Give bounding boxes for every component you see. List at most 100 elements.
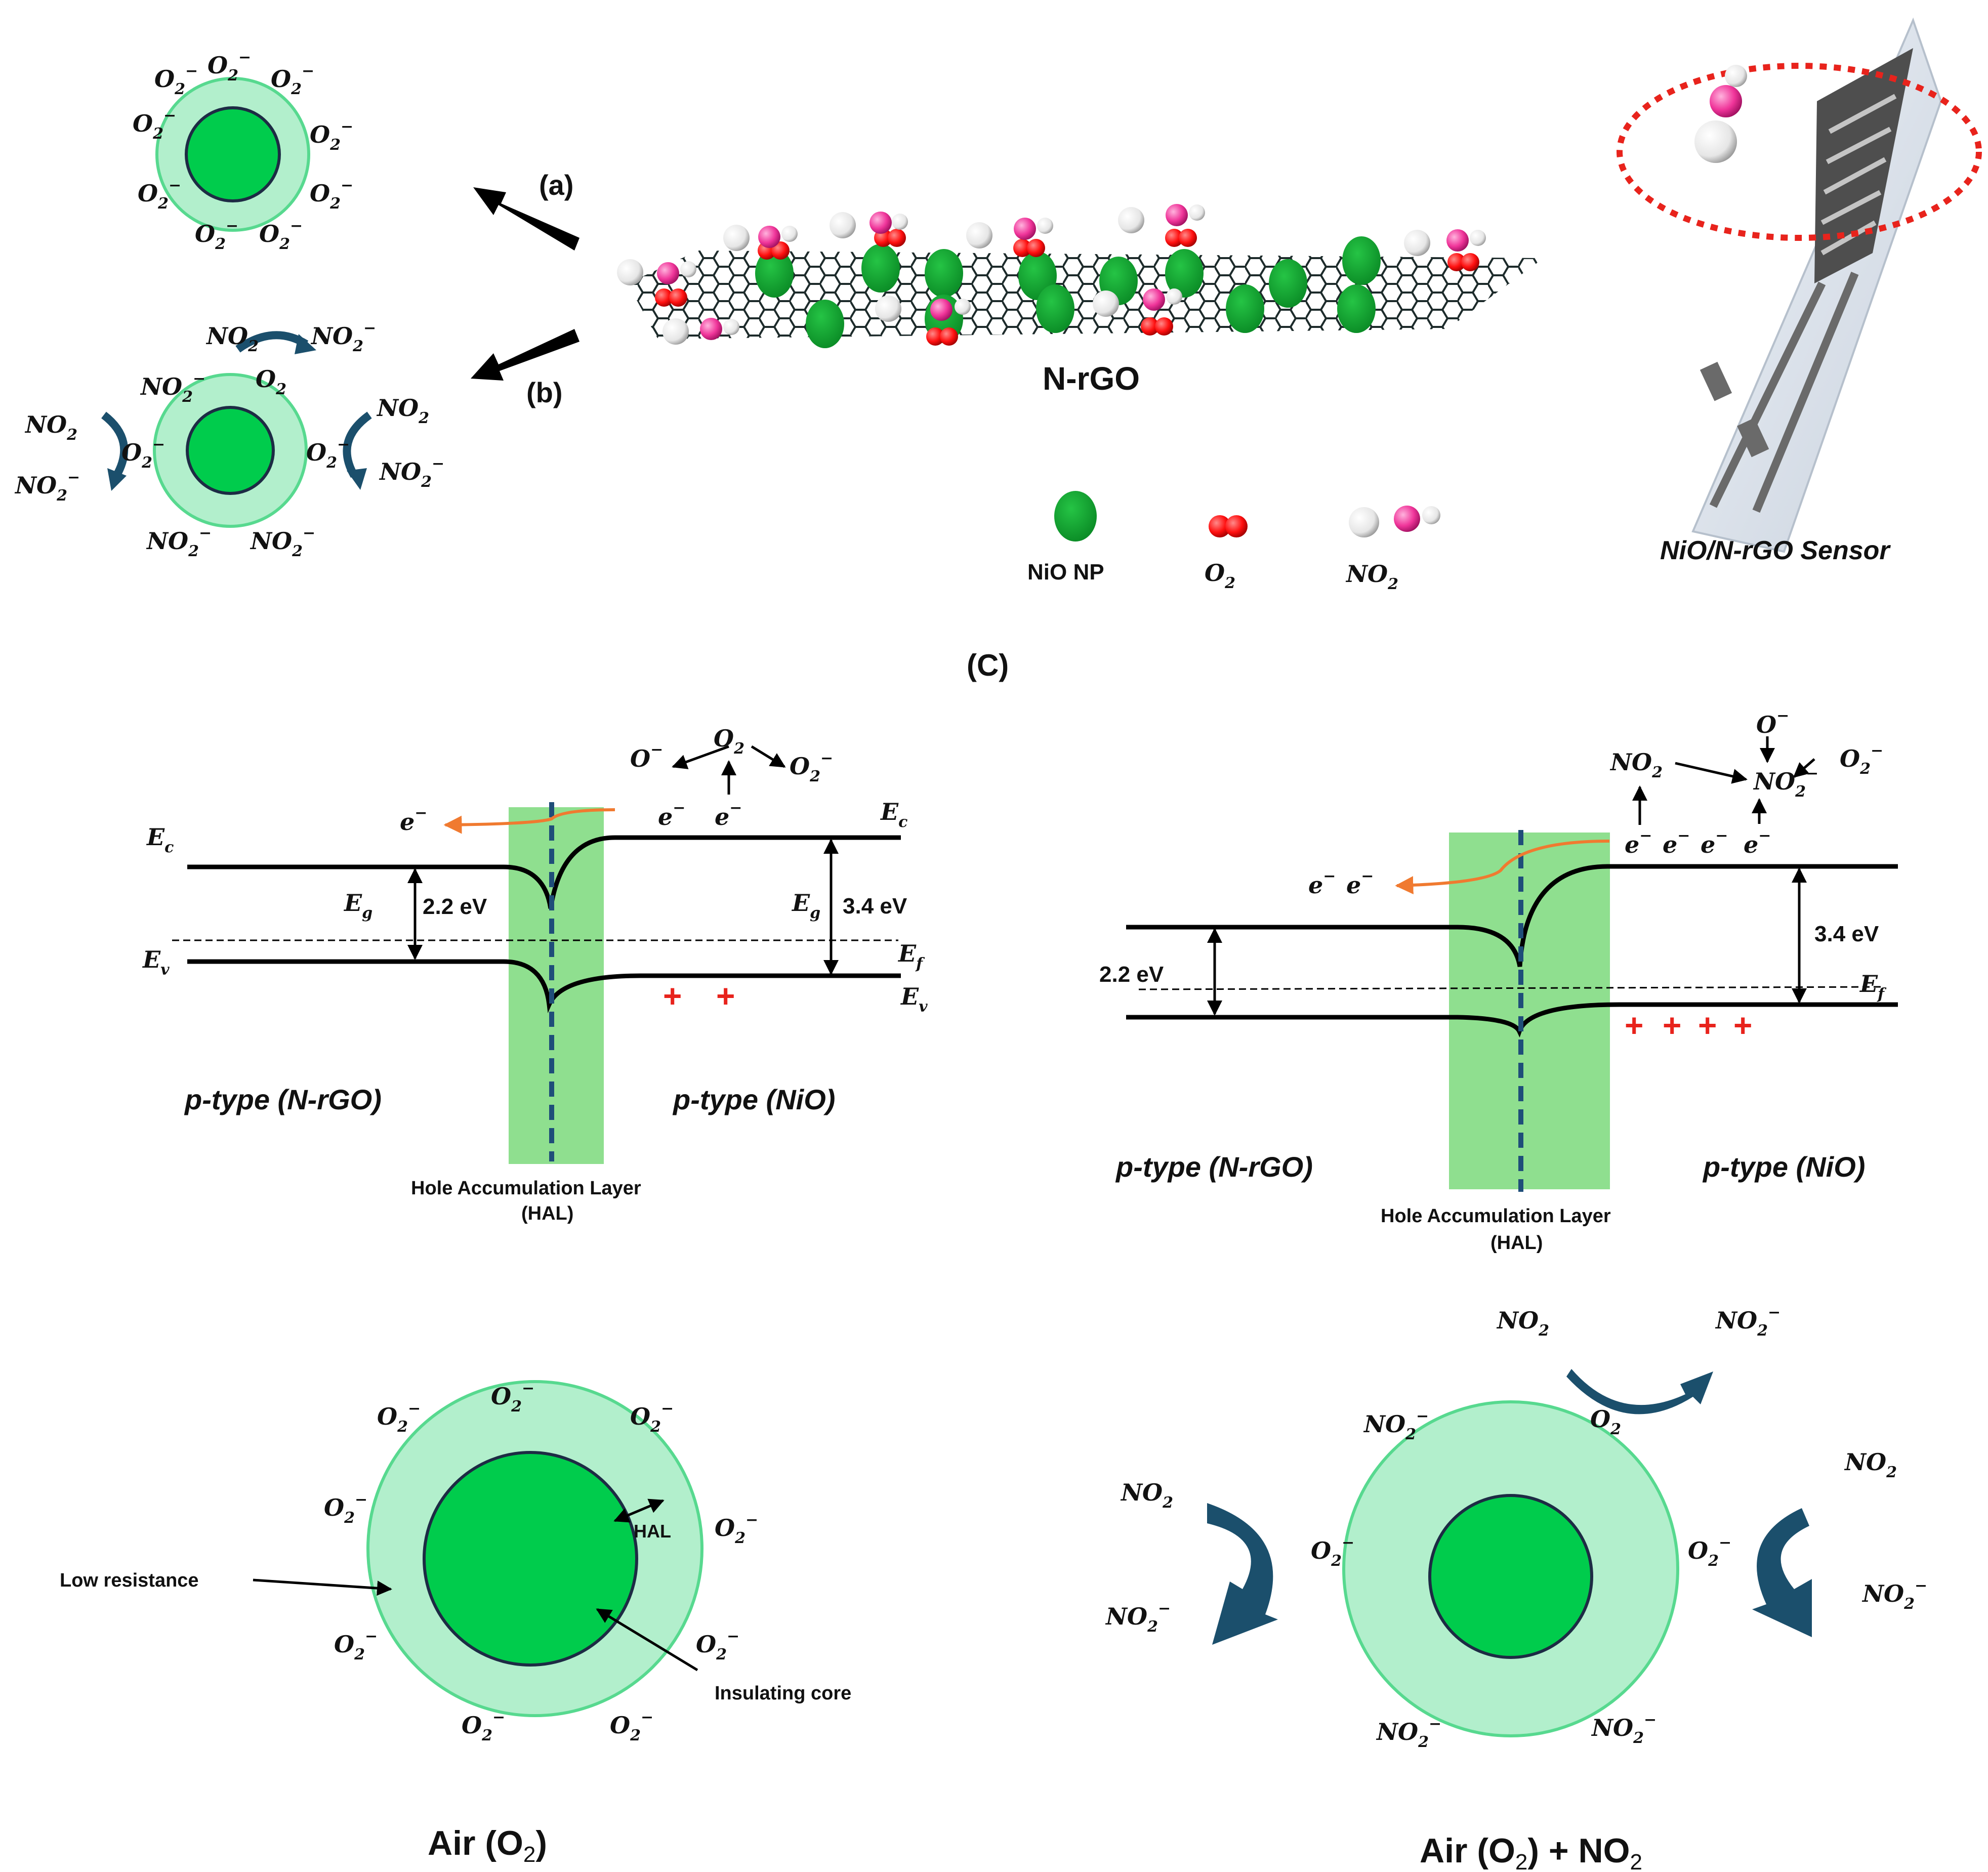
no2-minus-label: NO2− bbox=[250, 524, 315, 560]
particle-b-species: NO2 NO2− O2 NO2− NO2 NO2− O2− O2− NO2 NO… bbox=[14, 319, 444, 560]
band-diagram-left: Ec Ec Ev Ev Eg Eg Ef e− e− e− O2 O− O2− … bbox=[142, 725, 928, 1224]
o2-minus-label: O2− bbox=[715, 1511, 758, 1547]
eg-label: Eg bbox=[791, 889, 820, 922]
no2-minus-label: NO2− bbox=[140, 370, 205, 406]
o2-minus-label: O2− bbox=[324, 1491, 367, 1527]
arrow-b-icon bbox=[471, 329, 579, 381]
legend-nio-swatch bbox=[1054, 491, 1097, 542]
particle-air-no2: NO2 NO2− O2 NO2− NO2 NO2− O2− O2− NO2 NO… bbox=[1105, 1304, 1927, 1872]
interdigitated-electrode bbox=[1814, 48, 1913, 283]
hole-plus: + bbox=[1698, 1007, 1717, 1044]
particle-a-o2-ions: O2− O2− O2− O2− O2− O2− O2− O2− O2− bbox=[133, 49, 353, 253]
no2-molecules bbox=[617, 204, 1486, 345]
label-b: (b) bbox=[526, 377, 563, 408]
o2-minus-label: O2− bbox=[610, 1709, 653, 1744]
no2-label: NO2 bbox=[205, 322, 259, 355]
particle-a-core bbox=[185, 106, 281, 202]
arrowhead-icon bbox=[347, 468, 367, 490]
legend-o2-label: O2 bbox=[1205, 559, 1235, 592]
arrowhead-icon bbox=[107, 468, 127, 491]
no2-label: NO2 bbox=[1120, 1479, 1173, 1512]
arrowhead-icon bbox=[295, 334, 316, 354]
o2-minus-label: O2− bbox=[310, 118, 353, 154]
hole-plus: + bbox=[1733, 1007, 1752, 1044]
o2-minus-label: O2− bbox=[310, 177, 353, 213]
fermi-level bbox=[1138, 986, 1883, 990]
low-resistance-label: Low resistance bbox=[60, 1570, 199, 1591]
o2-minus-label: O2− bbox=[154, 62, 198, 98]
gap-label-right: 3.4 eV bbox=[1814, 922, 1879, 946]
electron-transfer-path bbox=[1395, 840, 1610, 895]
o2-minus-label: O2− bbox=[133, 107, 176, 143]
sensor-caption: NiO/N-rGO Sensor bbox=[1660, 536, 1891, 565]
electron-transfer-path bbox=[443, 808, 615, 834]
ev-label: Ev bbox=[142, 946, 170, 979]
nrgo-sheet: N-rGO bbox=[617, 204, 1544, 397]
contact-pad bbox=[1700, 361, 1732, 401]
no2-minus-label: NO2− bbox=[14, 469, 80, 505]
o2-label: O2 bbox=[256, 365, 286, 398]
o2-minus-label: O2− bbox=[259, 217, 303, 253]
no2-minus-label: NO2− bbox=[1363, 1407, 1429, 1443]
o2-minus-label: O2− bbox=[271, 62, 314, 98]
contact-pad bbox=[1737, 418, 1769, 457]
o2-label: O2 bbox=[714, 725, 744, 758]
no2-minus-label: NO2− bbox=[1105, 1600, 1171, 1636]
no2-minus-label: NO2− bbox=[1591, 1711, 1656, 1747]
o2-minus-label: O2− bbox=[462, 1709, 505, 1744]
particle-b-core bbox=[186, 406, 275, 495]
o2-minus-label: O2− bbox=[630, 1400, 674, 1436]
o2-minus-label: O2− bbox=[377, 1400, 421, 1436]
o2-minus-label: O2− bbox=[138, 177, 181, 213]
no2-minus-label: NO2− bbox=[1861, 1577, 1927, 1613]
electron-label: e− bbox=[1308, 867, 1336, 899]
no2-label: NO2 bbox=[1844, 1448, 1897, 1481]
hal-arrow bbox=[613, 1499, 665, 1523]
hole-plus: + bbox=[663, 978, 682, 1014]
no2-label: NO2 bbox=[1609, 748, 1663, 781]
gap-label-left: 2.2 eV bbox=[1099, 962, 1164, 987]
core bbox=[423, 1451, 638, 1667]
legend-nio-label: NiO NP bbox=[1027, 560, 1104, 585]
legend-no2-label: NO2 bbox=[1345, 560, 1398, 593]
gap-label-right: 3.4 eV bbox=[843, 894, 907, 919]
particle-a: O2− O2− O2− O2− O2− O2− O2− O2− O2− bbox=[133, 49, 353, 253]
o2-minus-label: O2− bbox=[121, 436, 165, 472]
electron-label: e− bbox=[1701, 827, 1728, 858]
no2-minus-label: NO2− bbox=[1376, 1715, 1441, 1751]
o2-label: O2 bbox=[1590, 1405, 1621, 1438]
o-minus-label: O− bbox=[1756, 707, 1789, 738]
o2-minus-label: O2− bbox=[696, 1628, 739, 1663]
curved-arrow-icon bbox=[343, 411, 372, 478]
o2-minus-label: O2− bbox=[1840, 742, 1883, 778]
arrow-a-icon bbox=[473, 187, 579, 251]
band-diagram-right: NO2 NO2− O− O2− e− e− e− e− e− e− Ef 2.2… bbox=[1099, 707, 1898, 1254]
hal-caption: (HAL) bbox=[521, 1203, 573, 1224]
gap-label-left: 2.2 eV bbox=[423, 894, 487, 919]
material-right: p-type (NiO) bbox=[1702, 1151, 1865, 1183]
electron-label: e− bbox=[400, 804, 427, 836]
insulating-core-label: Insulating core bbox=[715, 1683, 851, 1704]
o2-minus-label: O2− bbox=[491, 1380, 534, 1416]
ec-label: Ec bbox=[880, 798, 907, 831]
pointer-arrow bbox=[253, 1578, 392, 1596]
o-minus-label: O− bbox=[630, 741, 663, 772]
o2-minus-label: O2− bbox=[790, 750, 833, 785]
hal-caption: Hole Accumulation Layer bbox=[1381, 1205, 1611, 1227]
o2-minus-label: O2− bbox=[1688, 1534, 1731, 1570]
no2-minus-label: NO2− bbox=[310, 319, 376, 355]
particle-b: NO2 NO2− O2 NO2− NO2 NO2− O2− O2− NO2 NO… bbox=[14, 319, 444, 560]
panel-arrows: (a) (b) bbox=[471, 169, 579, 408]
material-right: p-type (NiO) bbox=[672, 1084, 835, 1115]
electron-label: e− bbox=[1663, 827, 1690, 858]
o2-minus-label: O2− bbox=[1311, 1534, 1354, 1570]
hal-caption: (HAL) bbox=[1490, 1232, 1543, 1254]
hal-caption: Hole Accumulation Layer bbox=[411, 1178, 641, 1199]
curved-arrow-icon bbox=[1566, 1369, 1713, 1415]
o2-minus-label: O2− bbox=[306, 436, 350, 472]
electron-label: e− bbox=[1744, 827, 1771, 858]
caption-air: Air (O2) bbox=[428, 1824, 547, 1867]
electron-label: e− bbox=[715, 799, 742, 830]
no2-label: NO2 bbox=[376, 394, 429, 427]
eg-label: Eg bbox=[343, 889, 372, 922]
